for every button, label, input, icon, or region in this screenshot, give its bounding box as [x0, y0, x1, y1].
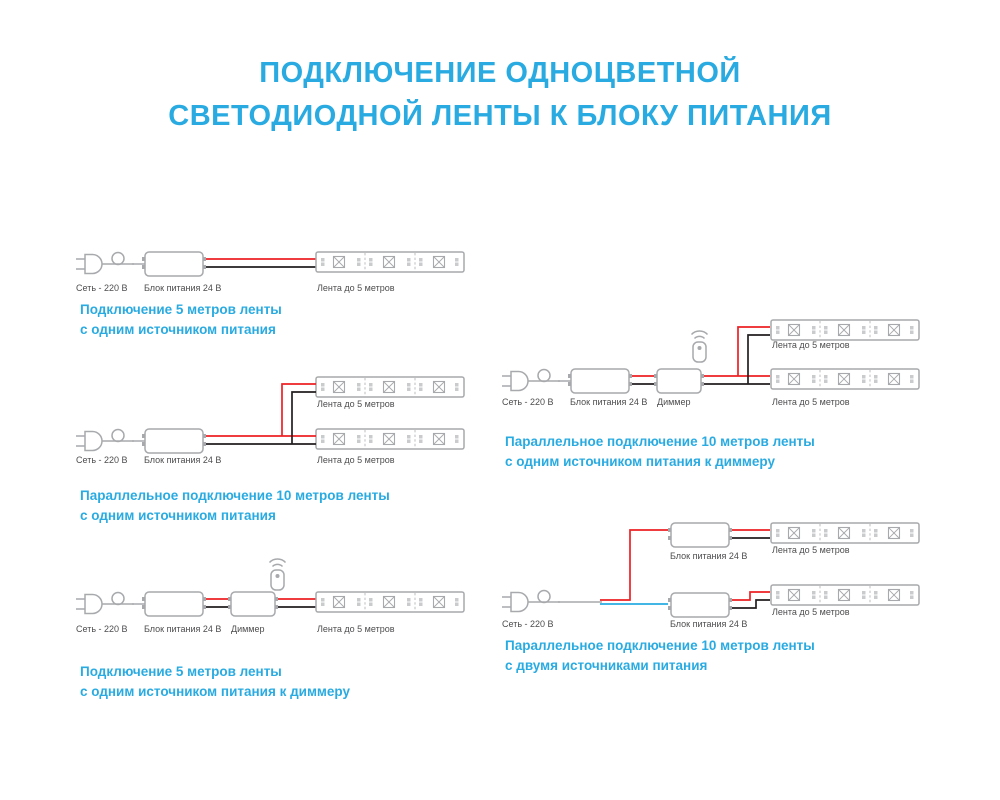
dimmer-label: Диммер	[231, 624, 265, 634]
power-plug-icon	[75, 591, 135, 615]
led-strip-icon	[770, 368, 920, 390]
wire-red	[600, 529, 770, 601]
diagram-parallel-10m: Лента до 5 метров Сеть - 220 В Блок пита…	[70, 366, 470, 470]
led-strip-icon	[315, 591, 465, 613]
dimmer-label: Диммер	[657, 397, 691, 407]
mains-label: Сеть - 220 В	[502, 397, 554, 407]
wire-red	[632, 326, 770, 377]
page-title: ПОДКЛЮЧЕНИЕ ОДНОЦВЕТНОЙ СВЕТОДИОДНОЙ ЛЕН…	[0, 52, 1000, 138]
power-supply-icon	[667, 592, 733, 618]
diagram-5m-dimmer-svg: Сеть - 220 В Блок питания 24 В Диммер Ле…	[75, 558, 465, 634]
page-title-line1: ПОДКЛЮЧЕНИЕ ОДНОЦВЕТНОЙ	[259, 57, 741, 89]
mains-label: Сеть - 220 В	[502, 619, 554, 629]
wire-black	[732, 537, 770, 609]
diagram-parallel-10m-two-psu: Лента до 5 метров Блок питания 24 В Лент…	[492, 500, 937, 632]
caption-line: с одним источником питания к диммеру	[80, 684, 350, 699]
strip-label: Лента до 5 метров	[772, 607, 850, 617]
psu-label: Блок питания 24 В	[144, 624, 221, 634]
caption-line: Параллельное подключение 10 метров ленты	[505, 638, 815, 653]
caption-line: Подключение 5 метров ленты	[80, 664, 282, 679]
wire-red	[206, 383, 316, 437]
wire-black	[206, 391, 316, 445]
power-plug-icon	[501, 368, 561, 392]
power-plug-icon	[501, 589, 561, 613]
led-strip-icon	[770, 584, 920, 606]
power-supply-icon	[567, 368, 633, 394]
psu-label: Блок питания 24 В	[570, 397, 647, 407]
diagram-5m-dimmer: Сеть - 220 В Блок питания 24 В Диммер Ле…	[70, 556, 470, 638]
strip-label: Лента до 5 метров	[772, 340, 850, 350]
caption-line: с одним источником питания к диммеру	[505, 454, 775, 469]
strip-label: Лента до 5 метров	[772, 545, 850, 555]
caption-line: Параллельное подключение 10 метров ленты	[80, 488, 390, 503]
dimmer-icon	[227, 591, 279, 617]
diagram-parallel-10m-two-psu-svg: Лента до 5 метров Блок питания 24 В Лент…	[501, 522, 920, 629]
psu-label: Блок питания 24 В	[670, 619, 747, 629]
led-strip-icon	[315, 376, 465, 398]
page-title-line2: СВЕТОДИОДНОЙ ЛЕНТЫ К БЛОКУ ПИТАНИЯ	[168, 100, 832, 132]
remote-control-icon	[268, 558, 287, 591]
power-supply-icon	[141, 251, 207, 277]
power-supply-icon	[667, 522, 733, 548]
diagram-parallel-10m-svg: Лента до 5 метров Сеть - 220 В Блок пита…	[75, 376, 465, 465]
psu-label: Блок питания 24 В	[670, 551, 747, 561]
led-strip-icon	[315, 428, 465, 450]
diagram-parallel-10m-dimmer: Лента до 5 метров Сеть - 220 В Блок пита…	[492, 310, 937, 412]
mains-label: Сеть - 220 В	[76, 624, 128, 634]
strip-label: Лента до 5 метров	[317, 283, 395, 293]
remote-control-icon	[690, 330, 709, 363]
power-plug-icon	[75, 251, 135, 275]
dimmer-icon	[653, 368, 705, 394]
diagram-parallel-10m-caption: Параллельное подключение 10 метров ленты…	[80, 486, 390, 526]
led-strip-icon	[770, 319, 920, 341]
power-supply-icon	[141, 428, 207, 454]
led-strip-icon	[770, 522, 920, 544]
mains-label: Сеть - 220 В	[76, 455, 128, 465]
caption-line: с одним источником питания	[80, 508, 276, 523]
diagram-single-5m-caption: Подключение 5 метров ленты с одним источ…	[80, 300, 282, 340]
caption-line: с двумя источниками питания	[505, 658, 708, 673]
strip-label: Лента до 5 метров	[317, 399, 395, 409]
wire-black	[632, 334, 770, 385]
led-strip-icon	[315, 251, 465, 273]
diagram-parallel-10m-dimmer-svg: Лента до 5 метров Сеть - 220 В Блок пита…	[501, 319, 920, 407]
diagram-single-5m: Сеть - 220 В Блок питания 24 В Лента до …	[70, 244, 470, 299]
diagram-parallel-10m-dimmer-caption: Параллельное подключение 10 метров ленты…	[505, 432, 815, 472]
diagram-single-5m-svg: Сеть - 220 В Блок питания 24 В Лента до …	[75, 251, 465, 293]
caption-line: Параллельное подключение 10 метров ленты	[505, 434, 815, 449]
strip-label: Лента до 5 метров	[317, 455, 395, 465]
psu-label: Блок питания 24 В	[144, 283, 221, 293]
mains-label: Сеть - 220 В	[76, 283, 128, 293]
strip-label: Лента до 5 метров	[317, 624, 395, 634]
power-supply-icon	[141, 591, 207, 617]
caption-line: с одним источником питания	[80, 322, 276, 337]
diagram-5m-dimmer-caption: Подключение 5 метров ленты с одним источ…	[80, 662, 350, 702]
diagram-parallel-10m-two-psu-caption: Параллельное подключение 10 метров ленты…	[505, 636, 815, 676]
power-plug-icon	[75, 428, 135, 452]
strip-label: Лента до 5 метров	[772, 397, 850, 407]
psu-label: Блок питания 24 В	[144, 455, 221, 465]
caption-line: Подключение 5 метров ленты	[80, 302, 282, 317]
